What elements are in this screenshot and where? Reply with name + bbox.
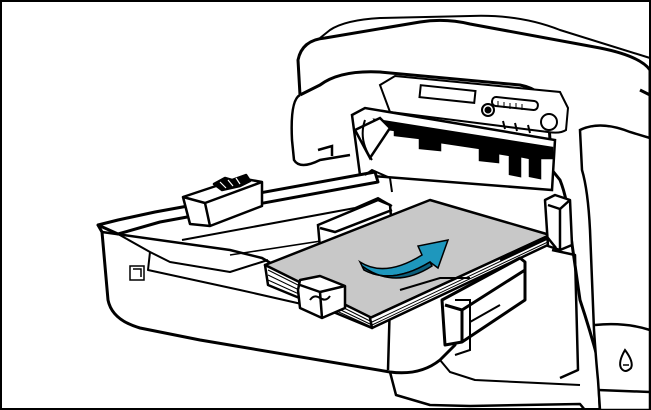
paper-feed-mechanism xyxy=(350,106,557,192)
printer-right-side xyxy=(578,124,651,410)
button-strip xyxy=(490,96,539,111)
front-length-guide xyxy=(296,274,347,320)
rear-paper-stop xyxy=(181,173,264,228)
printer-left-chassis xyxy=(290,93,351,167)
right-width-guide xyxy=(440,256,527,347)
tray-rails xyxy=(354,168,471,356)
ink-drop-icon xyxy=(619,348,633,372)
tray-right-rail xyxy=(499,193,580,380)
display-window xyxy=(418,84,477,104)
tray-label-icon xyxy=(129,265,145,281)
round-button[interactable] xyxy=(540,113,558,131)
curved-arrow-icon xyxy=(358,239,450,279)
control-panel xyxy=(378,74,570,134)
